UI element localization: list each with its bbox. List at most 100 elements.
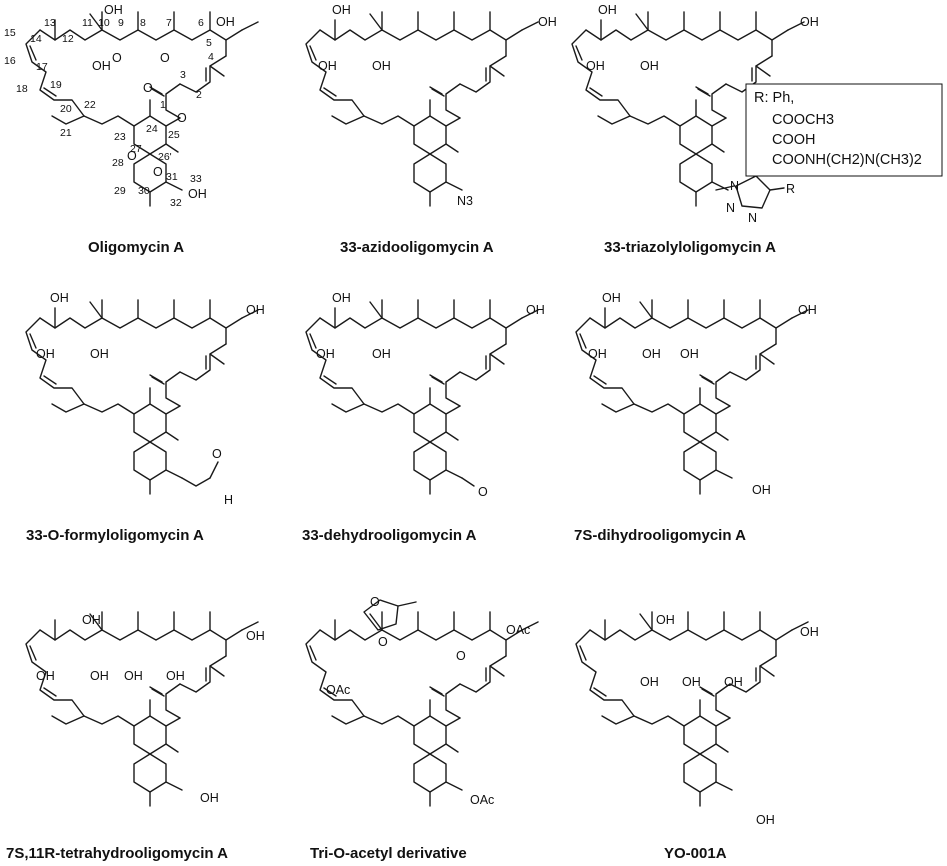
svg-text:26': 26' <box>158 151 172 163</box>
hydroxyl-label: OH <box>104 3 123 17</box>
hydroxyl-label: OH <box>216 15 235 29</box>
compound-7s-dihydrooligomycin-a: OH OH OH OH OH OH 7S-dihydrooligomycin A <box>574 291 817 544</box>
hydroxyl-label: OH <box>318 59 337 73</box>
furanone-ring: O O <box>363 595 417 649</box>
compound-33-azidooligomycin-a: OH OH OH OH N3 33-azidooligomycin A <box>305 3 557 256</box>
svg-text:H: H <box>224 493 233 507</box>
hydroxyl-label: OH <box>756 813 775 827</box>
svg-text:20: 20 <box>60 103 72 115</box>
hydroxyl-label: OH <box>166 669 185 683</box>
r-group-legend: R: Ph, COOCH3 COOH COONH(CH2)N(CH3)2 <box>745 83 943 177</box>
compound-name: Oligomycin A <box>88 239 184 256</box>
svg-text:N: N <box>726 201 735 215</box>
compound-yo-001a: OH OH OH OH OH OH YO-001A <box>575 611 819 862</box>
hydroxyl-label: OH <box>332 291 351 305</box>
svg-text:7: 7 <box>166 17 172 29</box>
carbon-numbering: 1 2 3 4 5 6 7 8 9 10 11 12 13 14 15 16 1… <box>4 17 214 209</box>
hydroxyl-label: OH <box>188 187 207 201</box>
svg-text:13: 13 <box>44 17 56 29</box>
svg-text:5: 5 <box>206 37 212 49</box>
svg-text:29: 29 <box>114 185 126 197</box>
hydroxyl-label: OH <box>92 59 111 73</box>
compound-33-o-formyloligomycin-a: OH OH OH OH O H 33-O-formyloligomycin A <box>25 291 265 544</box>
compound-name: Tri-O-acetyl derivative <box>310 845 467 862</box>
svg-text:N: N <box>748 211 757 225</box>
ketone-oxygen: O <box>456 649 466 663</box>
compound-33-dehydrooligomycin-a: OH OH OH OH O 33-dehydrooligomycin A <box>302 291 545 544</box>
hydroxyl-label: OH <box>724 675 743 689</box>
hydroxyl-label: OH <box>656 613 675 627</box>
hydroxyl-label: OH <box>372 59 391 73</box>
svg-text:O: O <box>212 447 222 461</box>
ketone-oxygen: O <box>478 485 488 499</box>
compound-oligomycin-a: OH OH OH O O O O O O OH 1 2 3 4 5 6 7 8 … <box>4 3 259 256</box>
hydroxyl-label: OH <box>200 791 219 805</box>
svg-text:N: N <box>730 179 739 193</box>
oxygen-label: O <box>160 51 170 65</box>
acetoxy-label: OAc <box>470 793 494 807</box>
hydroxyl-label: OH <box>640 675 659 689</box>
svg-text:23: 23 <box>114 131 126 143</box>
svg-text:24: 24 <box>146 123 158 135</box>
oxygen-label: O <box>153 165 163 179</box>
hydroxyl-label: OH <box>800 15 819 29</box>
oxygen-label: O <box>143 81 153 95</box>
legend-item: COOH <box>772 132 816 148</box>
svg-text:28: 28 <box>112 157 124 169</box>
svg-text:31: 31 <box>166 171 178 183</box>
svg-text:30: 30 <box>138 185 150 197</box>
hydroxyl-label: OH <box>50 291 69 305</box>
oxygen-label: O <box>127 149 137 163</box>
hydroxyl-label: OH <box>538 15 557 29</box>
svg-text:9: 9 <box>118 17 124 29</box>
hydroxyl-label: OH <box>526 303 545 317</box>
hydroxyl-label: OH <box>682 675 701 689</box>
svg-text:14: 14 <box>30 33 42 45</box>
svg-text:1: 1 <box>160 99 166 111</box>
hydroxyl-label: OH <box>588 347 607 361</box>
hydroxyl-label: OH <box>598 3 617 17</box>
legend-title: R: Ph, <box>754 90 794 106</box>
svg-text:8: 8 <box>140 17 146 29</box>
acetoxy-label: OAc <box>506 623 530 637</box>
svg-text:19: 19 <box>50 79 62 91</box>
compound-name: 33-triazolyloligomycin A <box>604 239 776 256</box>
compound-name: 33-azidooligomycin A <box>340 239 494 256</box>
svg-text:33: 33 <box>190 173 202 185</box>
compound-name: 7S,11R-tetrahydrooligomycin A <box>6 845 228 862</box>
svg-text:O: O <box>378 635 388 649</box>
hydroxyl-label: OH <box>90 669 109 683</box>
svg-text:11: 11 <box>82 17 93 29</box>
hydroxyl-label: OH <box>332 3 351 17</box>
hydroxyl-label: OH <box>246 303 265 317</box>
svg-text:21: 21 <box>60 127 72 139</box>
svg-text:16: 16 <box>4 55 16 67</box>
hydroxyl-label: OH <box>642 347 661 361</box>
svg-text:2: 2 <box>196 89 202 101</box>
svg-text:17: 17 <box>36 61 48 73</box>
hydroxyl-label: OH <box>586 59 605 73</box>
hydroxyl-label: OH <box>752 483 771 497</box>
hydroxyl-label: OH <box>680 347 699 361</box>
oxygen-label: O <box>177 111 187 125</box>
compound-tri-o-acetyl-derivative: O O O OAc OAc OAc Tri-O-acetyl derivativ… <box>305 595 539 862</box>
svg-text:6: 6 <box>198 17 204 29</box>
compound-name: 33-O-formyloligomycin A <box>26 527 204 544</box>
acetoxy-label: OAc <box>326 683 350 697</box>
svg-text:3: 3 <box>180 69 186 81</box>
svg-text:25: 25 <box>168 129 180 141</box>
r-group-label: R <box>786 182 795 196</box>
hydroxyl-label: OH <box>798 303 817 317</box>
hydroxyl-label: OH <box>316 347 335 361</box>
svg-text:18: 18 <box>16 83 28 95</box>
hydroxyl-label: OH <box>36 669 55 683</box>
compound-name: 33-dehydrooligomycin A <box>302 527 477 544</box>
svg-text:O: O <box>370 595 380 609</box>
compound-7s-11r-tetrahydrooligomycin-a: OH OH OH OH OH OH OH 7S,11R-tetrahydrool… <box>6 611 265 862</box>
hydroxyl-label: OH <box>800 625 819 639</box>
oxygen-label: O <box>112 51 122 65</box>
svg-text:12: 12 <box>62 33 74 45</box>
azide-label: N3 <box>457 194 473 208</box>
compound-name: YO-001A <box>664 845 727 862</box>
